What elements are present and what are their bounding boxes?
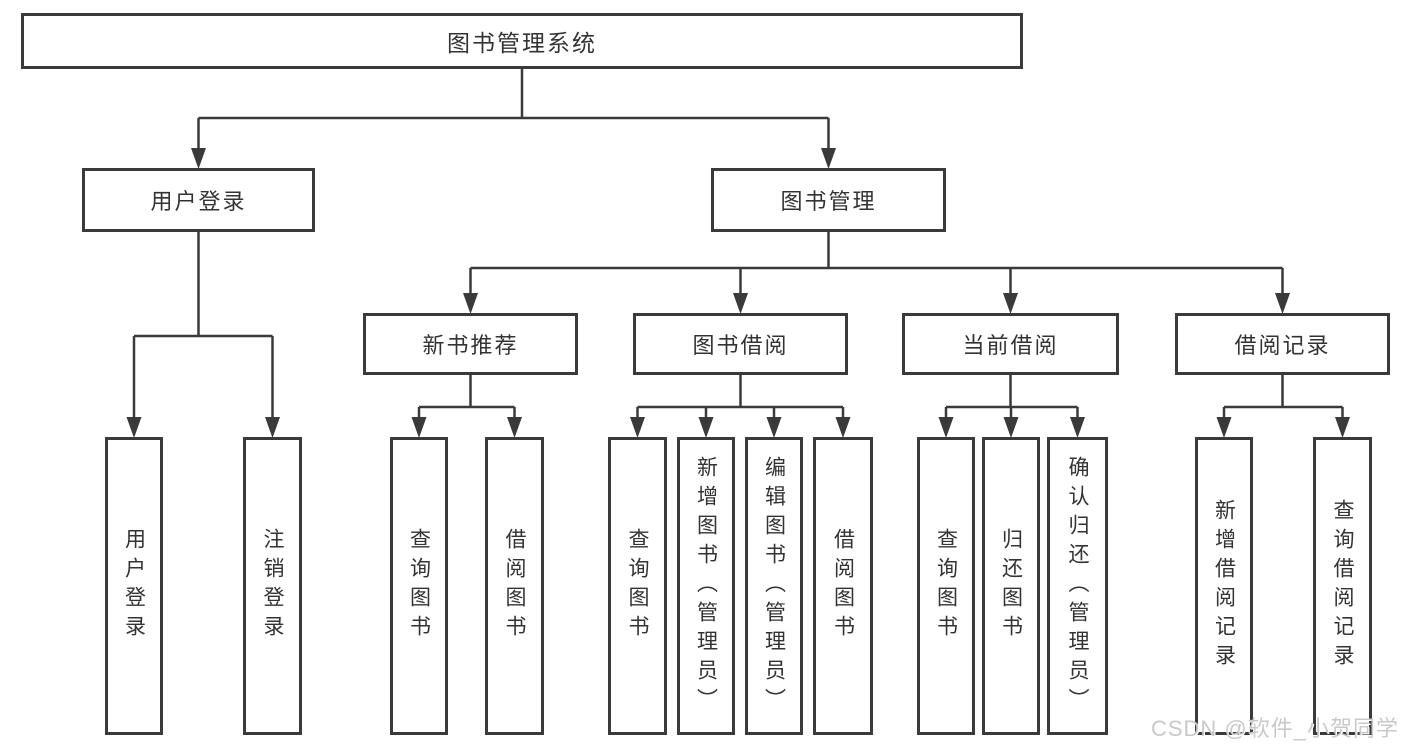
arrowhead-icon (1070, 417, 1085, 438)
node-label-c2: 归还图书 (999, 528, 1023, 644)
diagram-node-records: 借阅记录 (1175, 313, 1390, 375)
diagram-node-current: 当前借阅 (902, 313, 1119, 375)
node-label-root: 图书管理系统 (447, 30, 597, 56)
arrowhead-icon (1335, 417, 1350, 438)
arrowhead-icon (1275, 293, 1290, 314)
node-label-n1: 查询图书 (407, 528, 431, 644)
diagram-node-n2: 借阅图书 (485, 437, 544, 735)
arrowhead-icon (1003, 293, 1018, 314)
diagram-node-b1: 查询图书 (608, 437, 667, 735)
diagram-node-r2: 查询借阅记录 (1313, 437, 1372, 735)
arrowhead-icon (733, 293, 748, 314)
node-label-b2: 新增图书（管理员） (694, 455, 718, 717)
node-label-borrow: 图书借阅 (692, 333, 789, 358)
arrowhead-icon (1003, 417, 1019, 438)
diagram-node-newbook: 新书推荐 (363, 313, 578, 375)
node-label-bookmgmt: 图书管理 (780, 189, 877, 214)
diagram-node-c3: 确认归还（管理员） (1047, 437, 1108, 735)
node-label-b4: 借阅图书 (831, 528, 855, 644)
node-label-n2: 借阅图书 (503, 528, 526, 644)
diagram-node-login: 用户登录 (82, 168, 315, 232)
diagram-node-b4: 借阅图书 (813, 437, 873, 735)
arrowhead-icon (411, 417, 427, 438)
arrowhead-icon (766, 417, 782, 438)
diagram-node-b3: 编辑图书（管理员） (745, 437, 803, 735)
diagram-node-u1: 用户登录 (105, 437, 163, 735)
diagram-node-bookmgmt: 图书管理 (711, 168, 946, 232)
node-label-b1: 查询图书 (626, 528, 649, 644)
arrowhead-icon (698, 417, 714, 438)
node-label-b3: 编辑图书（管理员） (762, 455, 786, 717)
arrowhead-icon (191, 148, 206, 169)
node-label-newbook: 新书推荐 (422, 333, 519, 358)
diagram-node-borrow: 图书借阅 (633, 313, 848, 375)
connector-path (132, 69, 1344, 420)
watermark-text: CSDN @软件_小贺同学 (1150, 716, 1399, 741)
node-label-login: 用户登录 (150, 189, 247, 214)
diagram-node-r1: 新增借阅记录 (1195, 437, 1253, 735)
arrowhead-icon (126, 417, 142, 438)
diagram-node-c2: 归还图书 (982, 437, 1040, 735)
arrowhead-icon (821, 148, 836, 169)
arrowhead-icon (507, 417, 522, 438)
diagram-node-b2: 新增图书（管理员） (677, 437, 735, 735)
node-label-r2: 查询借阅记录 (1331, 499, 1354, 673)
arrowhead-icon (463, 293, 478, 314)
arrowhead-icon (1216, 417, 1232, 438)
arrowhead-icon (265, 417, 280, 438)
diagram-node-u2: 注销登录 (243, 437, 302, 735)
node-label-current: 当前借阅 (962, 333, 1059, 358)
node-label-u2: 注销登录 (261, 528, 284, 644)
node-label-records: 借阅记录 (1234, 333, 1331, 358)
diagram-node-root: 图书管理系统 (21, 13, 1023, 69)
node-label-r1: 新增借阅记录 (1212, 499, 1236, 673)
node-label-c3: 确认归还（管理员） (1066, 455, 1089, 717)
arrowhead-icon (938, 417, 954, 438)
arrowhead-icon (630, 417, 645, 438)
node-label-c1: 查询图书 (934, 528, 958, 644)
diagram-node-n1: 查询图书 (390, 437, 448, 735)
diagram-node-c1: 查询图书 (917, 437, 975, 735)
arrowhead-icon (835, 417, 851, 438)
node-label-u1: 用户登录 (122, 528, 146, 644)
